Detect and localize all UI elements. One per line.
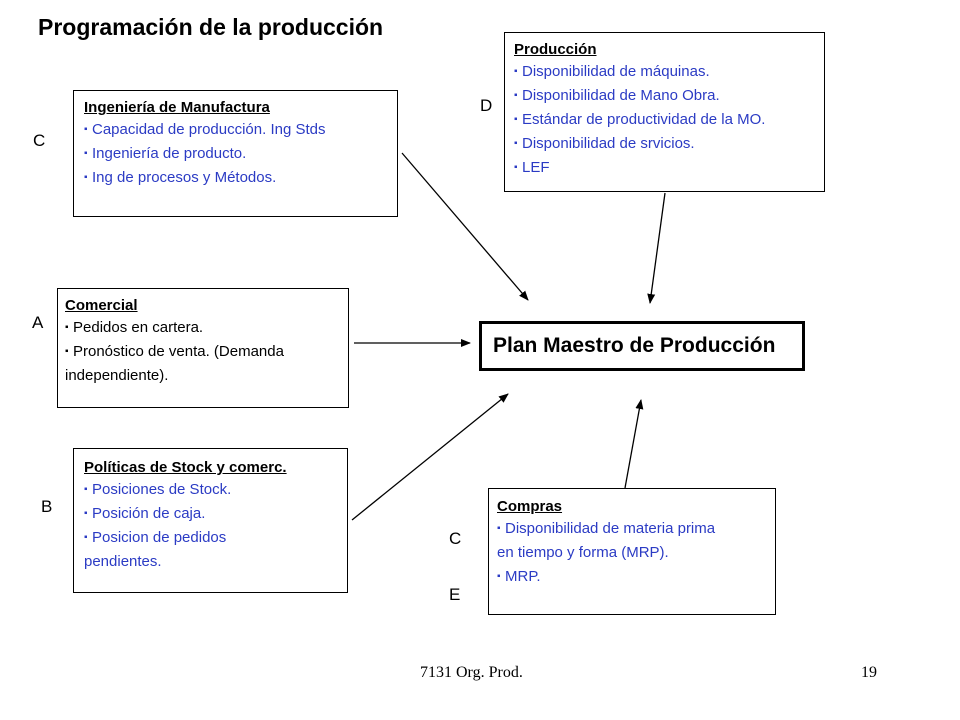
page-number: 19 <box>861 664 877 681</box>
list-item: ▪Posición de caja. <box>84 502 347 526</box>
list-item: ▪Disponibilidad de máquinas. <box>514 60 824 84</box>
politicas-list: ▪Posiciones de Stock. ▪Posición de caja.… <box>84 478 347 574</box>
list-item: ▪Ingeniería de producto. <box>84 142 397 166</box>
compras-box: Compras ▪Disponibilidad de materia prima… <box>488 488 776 615</box>
letter-c-bottom: C <box>449 529 462 548</box>
list-item: en tiempo y forma (MRP). <box>497 544 669 561</box>
politicas-box: Políticas de Stock y comerc. ▪Posiciones… <box>73 448 348 593</box>
bullet-icon: ▪ <box>84 172 88 183</box>
compras-heading: Compras <box>497 498 563 515</box>
bullet-icon: ▪ <box>84 148 88 159</box>
list-item: ▪Disponibilidad de Mano Obra. <box>514 84 824 108</box>
bullet-icon: ▪ <box>514 90 518 101</box>
bullet-icon: ▪ <box>65 322 69 333</box>
bullet-icon: ▪ <box>514 138 518 149</box>
arrow-politicas <box>351 393 509 521</box>
bullet-icon: ▪ <box>497 523 501 534</box>
plan-maestro-box: Plan Maestro de Producción <box>479 321 805 371</box>
arrow-ingenieria <box>401 152 529 301</box>
list-item: pendientes. <box>84 553 162 570</box>
list-item: ▪Posicion de pedidos <box>84 526 347 550</box>
list-item: ▪Pedidos en cartera. <box>65 316 348 340</box>
comercial-heading: Comercial <box>65 297 138 314</box>
list-item: ▪Estándar de productividad de la MO. <box>514 108 824 132</box>
produccion-heading: Producción <box>514 41 597 58</box>
list-item: independiente). <box>65 367 169 384</box>
bullet-icon: ▪ <box>497 571 501 582</box>
list-item: ▪Disponibilidad de srvicios. <box>514 132 824 156</box>
letter-d: D <box>480 96 493 115</box>
comercial-list: ▪Pedidos en cartera. ▪Pronóstico de vent… <box>65 316 348 388</box>
letter-e: E <box>449 585 461 604</box>
arrow-compras <box>624 399 644 489</box>
bullet-icon: ▪ <box>514 114 518 125</box>
letter-a: A <box>32 313 44 332</box>
comercial-box: Comercial ▪Pedidos en cartera. ▪Pronósti… <box>57 288 349 408</box>
bullet-icon: ▪ <box>84 532 88 543</box>
footer-label: 7131 Org. Prod. <box>420 664 523 681</box>
bullet-icon: ▪ <box>514 162 518 173</box>
page-title: Programación de la producción <box>38 14 384 40</box>
list-item: ▪Capacidad de producción. Ing Stds <box>84 118 397 142</box>
compras-list: ▪Disponibilidad de materia prima en tiem… <box>497 517 775 589</box>
produccion-list: ▪Disponibilidad de máquinas. ▪Disponibil… <box>514 60 824 180</box>
list-item: ▪MRP. <box>497 565 775 589</box>
bullet-icon: ▪ <box>514 66 518 77</box>
letter-c-top: C <box>33 131 46 150</box>
arrow-produccion <box>647 192 666 304</box>
bullet-icon: ▪ <box>84 124 88 135</box>
list-item: ▪LEF <box>514 156 824 180</box>
bullet-icon: ▪ <box>84 484 88 495</box>
bullet-icon: ▪ <box>65 346 69 357</box>
produccion-box: Producción ▪Disponibilidad de máquinas. … <box>504 32 825 192</box>
ingenieria-list: ▪Capacidad de producción. Ing Stds ▪Inge… <box>84 118 397 190</box>
letter-b: B <box>41 497 53 516</box>
politicas-heading: Políticas de Stock y comerc. <box>84 459 287 476</box>
ingenieria-box: Ingeniería de Manufactura ▪Capacidad de … <box>73 90 398 217</box>
ingenieria-heading: Ingeniería de Manufactura <box>84 99 270 116</box>
bullet-icon: ▪ <box>84 508 88 519</box>
list-item: ▪Pronóstico de venta. (Demanda <box>65 340 348 364</box>
list-item: ▪Disponibilidad de materia prima <box>497 517 775 541</box>
list-item: ▪Ing de procesos y Métodos. <box>84 166 397 190</box>
list-item: ▪Posiciones de Stock. <box>84 478 347 502</box>
